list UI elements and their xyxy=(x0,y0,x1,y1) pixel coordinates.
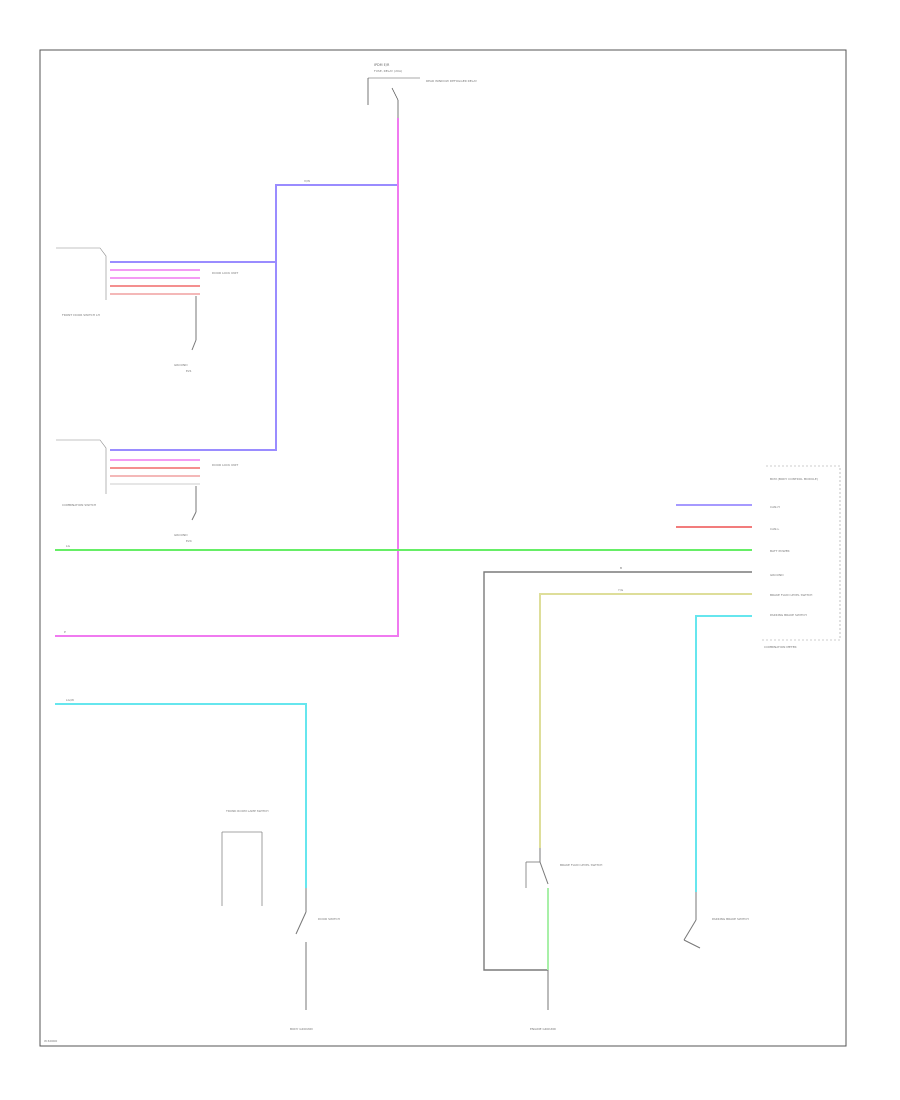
body-ground-left-label: BODY GROUND xyxy=(290,1027,314,1031)
combination-meter-label: COMBINATION METER xyxy=(764,645,797,649)
wire-cyan-label: LG/W xyxy=(66,698,74,702)
wire-gray-label: B xyxy=(620,566,622,570)
fuse-block-symbol xyxy=(367,77,420,118)
wire-violet-label: V/W xyxy=(304,179,310,183)
wire-cyan-left xyxy=(55,703,307,888)
upper-ground-name: GROUND xyxy=(174,363,188,367)
lower-door-switch-label: DOOR SWITCH xyxy=(318,917,340,921)
parking-brake-switch-label: PARKING BRAKE SWITCH xyxy=(712,917,749,921)
bcm-brake-fluid: BRAKE FLUID LEVEL SWITCH xyxy=(770,593,812,597)
wire-yellow-main xyxy=(539,593,752,848)
wire-pink-main xyxy=(55,118,399,637)
upper-switch-name: FRONT DOOR SWITCH LH xyxy=(62,313,100,317)
lower-door-switch xyxy=(221,831,307,1010)
wire-cyan-right xyxy=(695,615,752,892)
wire-pink-label: P xyxy=(64,630,66,634)
bcm-ground: GROUND xyxy=(770,573,784,577)
wire-violet-main xyxy=(110,184,398,451)
bcm-batt: BATT POWER xyxy=(770,549,790,553)
bcm-connector xyxy=(676,465,841,641)
fuse-block-label: IPDM E/R xyxy=(374,63,390,67)
wire-green-label: LG xyxy=(66,544,71,548)
fuse-desc-label: FUSE, RELAY (20A) xyxy=(374,69,402,73)
bcm-label: BCM (BODY CONTROL MODULE) xyxy=(770,477,818,481)
lower-switch-cluster xyxy=(56,439,200,521)
diagram-frame xyxy=(39,49,847,1047)
lower-ground-name: GROUND xyxy=(174,533,188,537)
footer-code: W:60000 xyxy=(44,1039,57,1043)
trunk-lamp-label: TRUNK ROOM LAMP SWITCH xyxy=(225,809,269,813)
upper-switch-cluster xyxy=(56,247,200,351)
engine-ground-right-label: ENGINE GROUND xyxy=(530,1027,557,1031)
lower-unit-name: DOOR LOCK UNIT xyxy=(212,463,238,467)
upper-ground-id: E21 xyxy=(186,369,192,373)
lower-ground-id: E24 xyxy=(186,539,192,543)
parking-brake-switch xyxy=(683,892,701,949)
wire-yellow-label: Y/G xyxy=(618,588,624,592)
bcm-can-l: CAN-L xyxy=(770,527,779,531)
brake-fluid-switch xyxy=(525,848,549,1010)
upper-unit-name: DOOR LOCK UNIT xyxy=(212,271,238,275)
wire-gray-ground xyxy=(483,571,752,971)
bcm-can-h: CAN-H xyxy=(770,505,780,509)
defogger-relay-label: REAR WINDOW DEFOGGER RELAY xyxy=(426,79,477,83)
brake-fluid-switch-label: BRAKE FLUID LEVEL SWITCH xyxy=(560,863,602,867)
bcm-parking: PARKING BRAKE SWITCH xyxy=(770,613,807,617)
lower-switch-name: COMBINATION SWITCH xyxy=(62,503,96,507)
